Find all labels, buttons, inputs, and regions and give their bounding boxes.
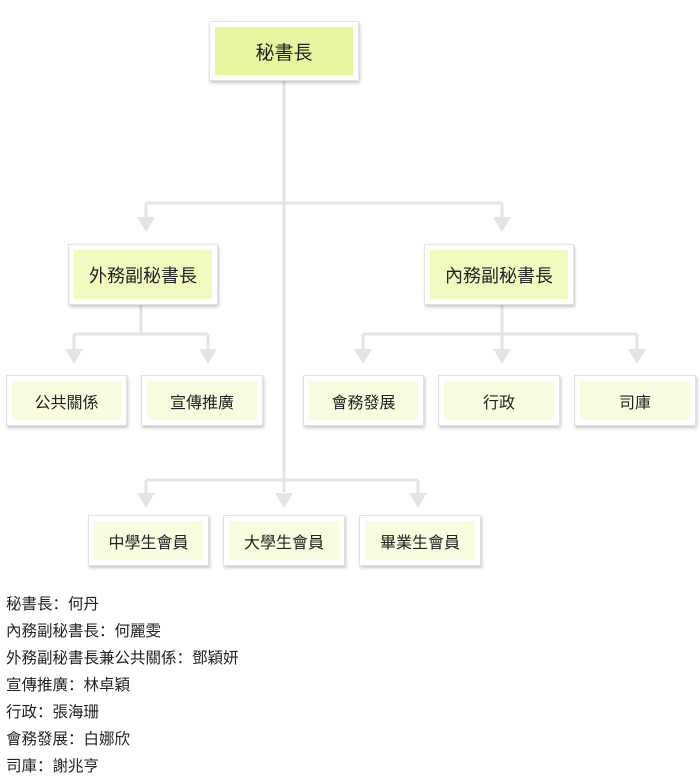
public-relations-box: 公共關係: [6, 375, 127, 426]
public-relations-label: 公共關係: [12, 381, 121, 420]
internal-deputy-box: 內務副秘書長: [424, 244, 574, 305]
secondary-student-member-label: 中學生會員: [94, 521, 203, 560]
roster-line: 外務副秘書長兼公共關係：鄧穎妍: [6, 649, 239, 667]
roster-line: 行政：張海珊: [6, 703, 100, 721]
internal-deputy-label: 內務副秘書長: [430, 250, 568, 299]
membership-development-box: 會務發展: [303, 375, 424, 426]
roster-line: 內務副秘書長：何麗雯: [6, 622, 162, 640]
external-deputy-box: 外務副秘書長: [68, 244, 218, 305]
promotion-box: 宣傳推廣: [141, 375, 263, 426]
secondary-student-member-box: 中學生會員: [88, 515, 209, 566]
roster-line: 會務發展：白娜欣: [6, 730, 131, 748]
graduate-member-box: 畢業生會員: [359, 515, 481, 566]
officer-roster: 秘書長：何丹 內務副秘書長：何麗雯 外務副秘書長兼公共關係：鄧穎妍 宣傳推廣：林…: [6, 591, 239, 780]
university-student-member-box: 大學生會員: [223, 515, 345, 566]
treasurer-box: 司庫: [574, 375, 696, 426]
graduate-member-label: 畢業生會員: [365, 521, 475, 560]
roster-line: 秘書長：何丹: [6, 595, 100, 613]
secretary-general-label: 秘書長: [215, 27, 353, 75]
administration-label: 行政: [444, 381, 554, 420]
administration-box: 行政: [438, 375, 560, 426]
roster-line: 司庫：謝兆亨: [6, 757, 100, 775]
secretary-general-box: 秘書長: [209, 21, 359, 81]
membership-development-label: 會務發展: [309, 381, 418, 420]
promotion-label: 宣傳推廣: [147, 381, 257, 420]
external-deputy-label: 外務副秘書長: [74, 250, 212, 299]
university-student-member-label: 大學生會員: [229, 521, 339, 560]
roster-line: 宣傳推廣：林卓穎: [6, 676, 131, 694]
connector-lines: [65, 80, 646, 508]
treasurer-label: 司庫: [580, 381, 690, 420]
